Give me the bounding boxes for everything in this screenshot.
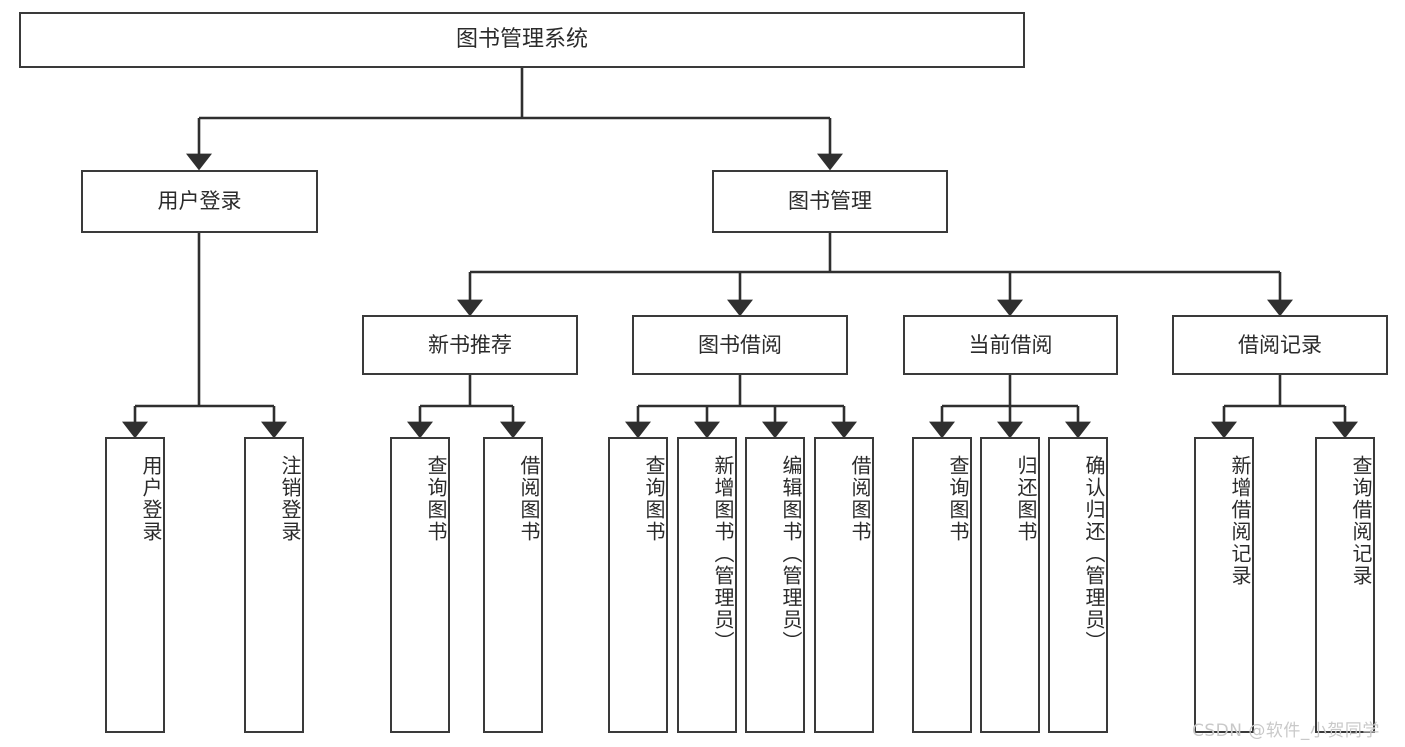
node-label: 用户登录: [157, 189, 242, 214]
node-label: 查询图书: [642, 455, 666, 543]
node-root-book-management-system[interactable]: 图书管理系统: [19, 12, 1025, 68]
leaf-new-book-query-book[interactable]: 查询图书: [390, 437, 450, 733]
leaf-book-borrow-edit-book[interactable]: 编辑图书（管理员）: [745, 437, 805, 733]
leaf-book-borrow-query-book[interactable]: 查询图书: [608, 437, 668, 733]
leaf-new-book-borrow-book[interactable]: 借阅图书: [483, 437, 543, 733]
node-label: 借阅图书: [517, 455, 541, 543]
node-label: 借阅图书: [848, 455, 872, 543]
node-book-management[interactable]: 图书管理: [712, 170, 948, 233]
node-label: 当前借阅: [968, 332, 1053, 357]
node-label: 借阅记录: [1238, 332, 1322, 357]
node-user-login[interactable]: 用户登录: [81, 170, 318, 233]
node-borrow-record[interactable]: 借阅记录: [1172, 315, 1388, 375]
node-label: 图书管理系统: [455, 27, 588, 53]
node-label: 归还图书: [1014, 455, 1038, 543]
csdn-watermark: CSDN @软件_小贺同学: [1192, 721, 1380, 741]
node-book-borrow[interactable]: 图书借阅: [632, 315, 848, 375]
node-label: 图书管理: [788, 189, 872, 214]
leaf-book-borrow-add-book[interactable]: 新增图书（管理员）: [677, 437, 737, 733]
node-label: 新增图书（管理员）: [711, 455, 735, 653]
node-label: 编辑图书（管理员）: [779, 455, 803, 653]
leaf-user-login-logout[interactable]: 注销登录: [244, 437, 304, 733]
node-label: 新增借阅记录: [1228, 455, 1252, 587]
node-label: 确认归还（管理员）: [1082, 455, 1106, 653]
node-label: 查询借阅记录: [1349, 455, 1373, 587]
node-label: 注销登录: [278, 455, 302, 543]
leaf-borrow-record-add-record[interactable]: 新增借阅记录: [1194, 437, 1254, 733]
leaf-user-login-login[interactable]: 用户登录: [105, 437, 165, 733]
leaf-borrow-record-query-record[interactable]: 查询借阅记录: [1315, 437, 1375, 733]
leaf-current-borrow-return-book[interactable]: 归还图书: [980, 437, 1040, 733]
node-label: 用户登录: [139, 455, 163, 543]
leaf-current-borrow-confirm-return[interactable]: 确认归还（管理员）: [1048, 437, 1108, 733]
leaf-current-borrow-query-book[interactable]: 查询图书: [912, 437, 972, 733]
node-label: 新书推荐: [428, 332, 512, 357]
node-new-book-recommend[interactable]: 新书推荐: [362, 315, 578, 375]
node-current-borrow[interactable]: 当前借阅: [903, 315, 1118, 375]
node-label: 图书借阅: [698, 332, 782, 357]
node-label: 查询图书: [946, 455, 970, 543]
leaf-book-borrow-borrow-book[interactable]: 借阅图书: [814, 437, 874, 733]
node-label: 查询图书: [424, 455, 448, 543]
